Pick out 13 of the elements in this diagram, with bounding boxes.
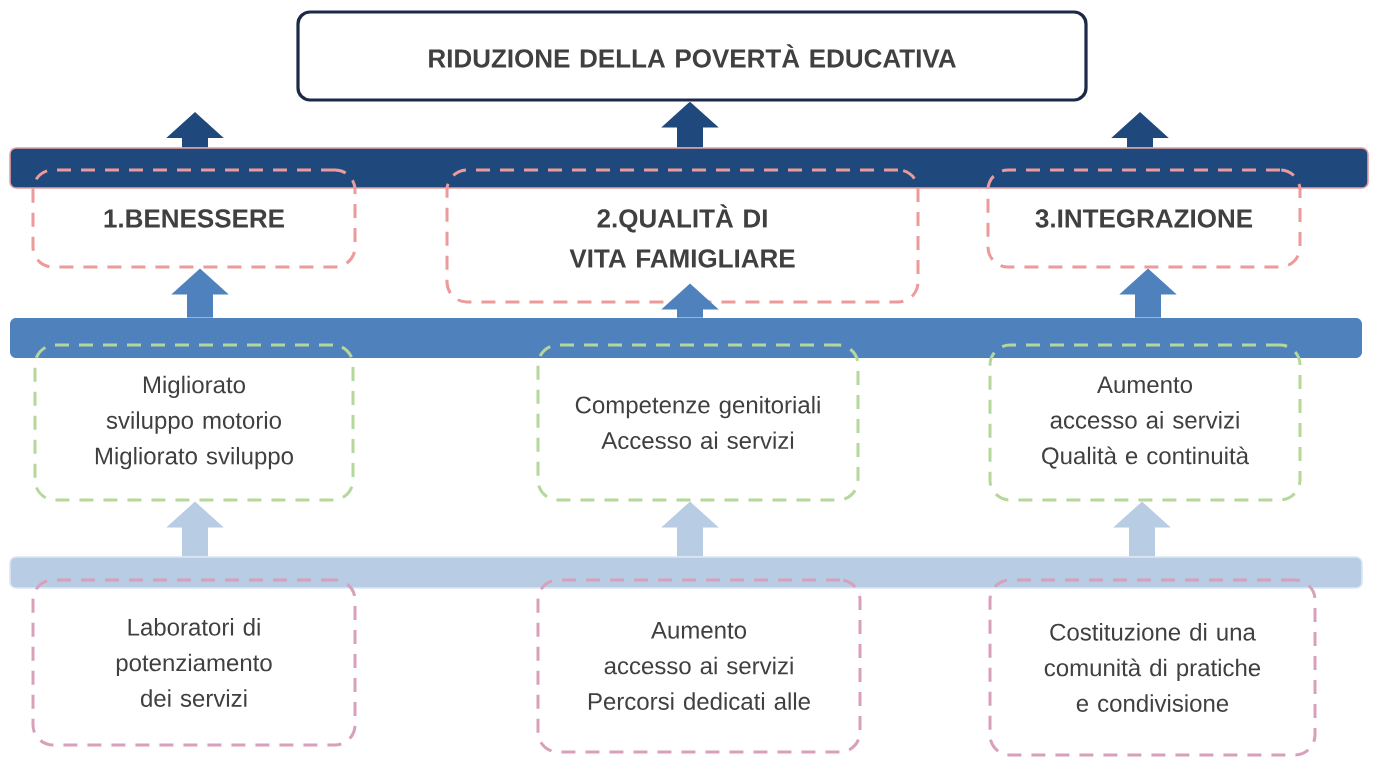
outcome-box: 1.BENESSERE [31,168,357,269]
result-box: Competenze genitoriali Accesso ai servizi [536,343,860,502]
outcome-box: 3.INTEGRAZIONE [986,168,1302,269]
band-bar [10,318,1362,358]
outcome-box: 2.QUALITÀ DI VITA FAMIGLIARE [445,168,920,304]
activity-box: Aumento accesso ai servizi Percorsi dedicati alle [536,578,862,754]
result-box: Migliorato sviluppo motorio Migliorato sviluppo [33,343,355,502]
activity-box: Laboratori di potenziamento dei servizi [31,578,357,747]
band-bar [9,556,1363,589]
result-box: Aumento accesso ai servizi Qualità e continuità [988,343,1302,502]
title-box: RIDUZIONE DELLA POVERTÀ EDUCATIVA [296,10,1088,102]
activity-box: Costituzione di una comunità di pratiche e condivisione [988,578,1317,757]
band-bar [9,147,1369,189]
